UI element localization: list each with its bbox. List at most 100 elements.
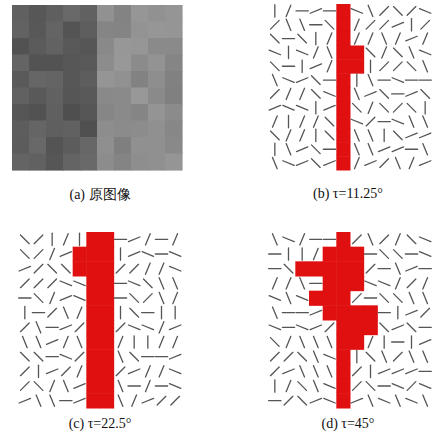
orientation-stroke — [74, 296, 85, 301]
edge-cell — [323, 276, 337, 291]
orientation-stroke — [132, 395, 137, 406]
orientation-stroke — [423, 351, 428, 362]
pixel-block — [165, 88, 183, 105]
orientation-stroke — [269, 325, 280, 330]
orientation-stroke — [378, 79, 390, 80]
edge-cell — [86, 305, 100, 320]
pixel-block — [46, 5, 64, 22]
orientation-stroke — [300, 278, 305, 289]
orientation-stroke — [296, 161, 307, 166]
orientation-stroke — [354, 33, 359, 44]
orientation-stroke — [351, 119, 362, 124]
orientation-stroke — [272, 234, 277, 245]
orientation-stroke — [50, 248, 55, 259]
pixel-block — [148, 22, 166, 39]
orientation-stroke — [143, 279, 152, 288]
panel-caption: (d) τ=45° — [322, 416, 375, 432]
orientation-stroke — [313, 116, 318, 127]
orientation-stroke — [395, 395, 400, 406]
orientation-stroke — [354, 144, 359, 155]
orientation-stroke — [142, 356, 154, 357]
edge-cell — [350, 261, 364, 276]
orientation-stroke — [393, 48, 402, 57]
orientation-stroke — [147, 336, 148, 348]
edge-cell — [336, 18, 350, 32]
orientation-stroke — [155, 356, 167, 357]
edge-cell — [323, 261, 337, 276]
orientation-stroke — [34, 382, 43, 391]
edge-cell — [336, 129, 350, 143]
orientation-stroke — [155, 385, 167, 386]
orientation-stroke — [366, 352, 375, 361]
pixel-block — [29, 121, 47, 138]
orientation-stroke — [393, 103, 402, 112]
orientation-stroke — [50, 395, 55, 406]
orientation-stroke — [324, 398, 335, 403]
pixel-block — [46, 55, 64, 72]
orientation-stroke — [423, 116, 428, 127]
orientation-stroke — [32, 312, 44, 313]
orientation-stroke — [378, 369, 389, 374]
orientation-stroke — [284, 352, 293, 361]
orientation-stroke — [169, 384, 180, 389]
orientation-stroke — [423, 292, 428, 303]
orientation-stroke — [421, 308, 430, 317]
orientation-stroke — [395, 278, 400, 289]
orientation-stroke — [380, 103, 389, 112]
orientation-stroke — [425, 102, 426, 114]
orientation-stroke — [298, 34, 307, 43]
edge-cell — [336, 320, 350, 335]
pixel-block — [131, 38, 149, 55]
orientation-stroke — [34, 294, 43, 303]
orientation-stroke — [406, 92, 417, 97]
pixel-block — [46, 121, 64, 138]
edge-cell — [86, 276, 100, 291]
orientation-stroke — [365, 92, 376, 97]
edge-cell — [100, 335, 114, 350]
orientation-stroke — [354, 88, 359, 99]
pixel-block — [114, 38, 132, 55]
orientation-stroke — [20, 367, 29, 376]
orientation-stroke — [419, 161, 430, 166]
pixel-block — [165, 154, 183, 171]
orientation-stroke — [269, 268, 281, 269]
orientation-stroke — [380, 20, 389, 29]
orientation-stroke — [79, 233, 80, 245]
pixel-block — [29, 71, 47, 88]
orientation-stroke — [393, 62, 402, 71]
orientation-stroke — [392, 22, 403, 27]
orientation-stroke — [159, 263, 164, 274]
orientation-stroke — [169, 252, 180, 257]
pixel-block — [131, 154, 149, 171]
orientation-stroke — [395, 33, 400, 44]
orientation-stroke — [20, 323, 29, 332]
orientation-stroke — [142, 325, 153, 330]
pixel-block — [80, 154, 98, 171]
edge-cell — [336, 232, 350, 247]
edge-cell — [100, 291, 114, 306]
pixel-block — [114, 154, 132, 171]
orientation-stroke — [24, 307, 25, 319]
pixel-block — [63, 5, 81, 22]
orientation-stroke — [354, 157, 359, 168]
orientation-stroke — [46, 369, 57, 374]
orientation-stroke — [298, 352, 307, 361]
orientation-stroke — [382, 351, 387, 362]
orientation-stroke — [406, 369, 417, 374]
orientation-stroke — [409, 351, 414, 362]
orientation-stroke — [116, 323, 125, 332]
edge-cell — [336, 32, 350, 46]
orientation-stroke — [145, 234, 150, 245]
orientation-stroke — [270, 90, 279, 99]
pixel-block — [80, 88, 98, 105]
orientation-stroke — [380, 7, 389, 16]
pixel-block — [29, 55, 47, 72]
orientation-stroke — [327, 336, 332, 347]
orientation-stroke — [352, 294, 361, 303]
edge-cell — [100, 261, 114, 276]
orientation-stroke — [406, 310, 417, 315]
orientation-stroke — [36, 395, 41, 406]
orientation-stroke — [282, 312, 294, 313]
orientation-stroke — [302, 60, 303, 72]
